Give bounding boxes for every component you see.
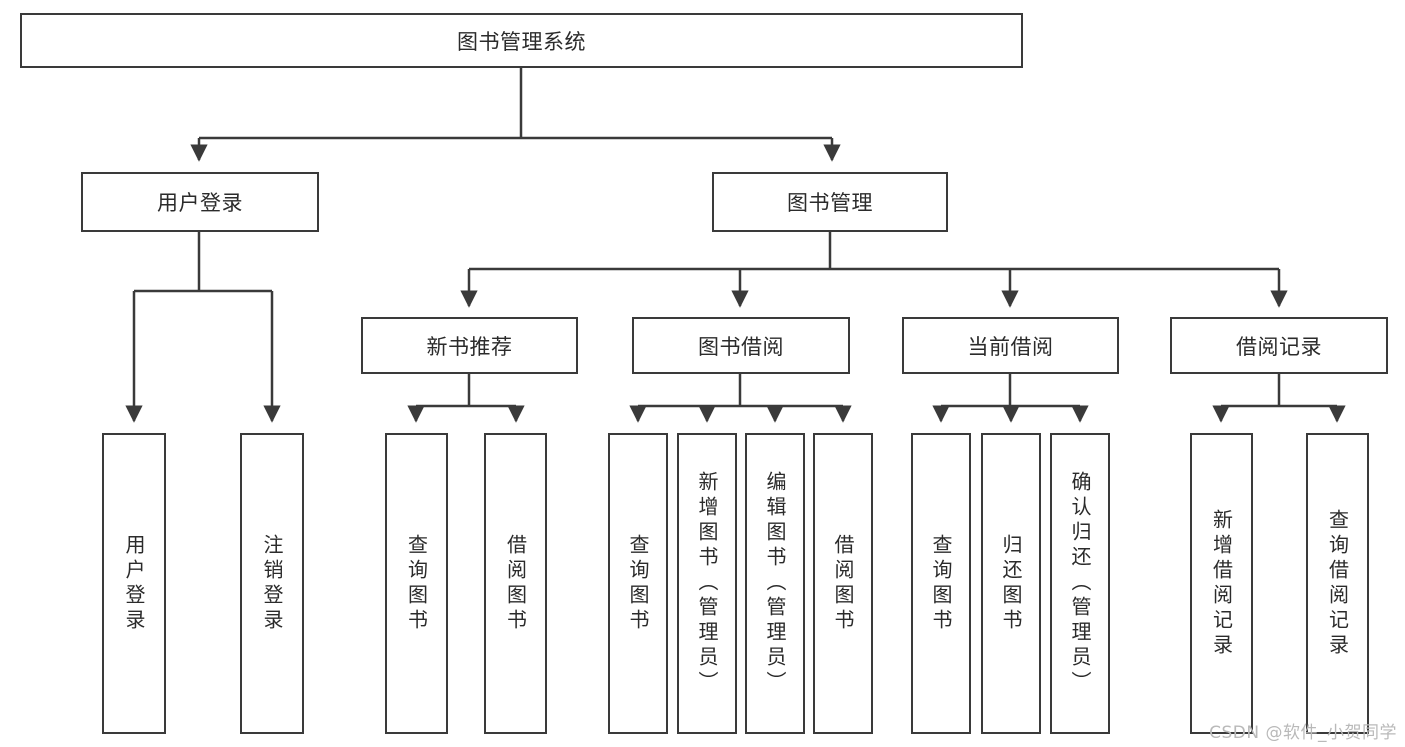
- node-borrow-record-label: 借阅记录: [1236, 334, 1322, 359]
- node-leaf-return-book-label: 归还图书: [999, 533, 1023, 634]
- node-leaf-add-book-label: 新增图书（管理员）: [695, 471, 719, 696]
- node-current-borrow[interactable]: 当前借阅: [902, 317, 1119, 374]
- node-leaf-borrow-book-1[interactable]: 借阅图书: [484, 433, 547, 734]
- node-leaf-user-logout[interactable]: 注销登录: [240, 433, 304, 734]
- watermark: CSDN @软件_小贺同学: [1209, 723, 1397, 743]
- node-leaf-confirm-return-label: 确认归还（管理员）: [1068, 471, 1092, 696]
- node-leaf-borrow-book-2[interactable]: 借阅图书: [813, 433, 873, 734]
- node-leaf-edit-book-label: 编辑图书（管理员）: [763, 471, 787, 696]
- node-root-label: 图书管理系统: [457, 29, 586, 54]
- node-book-borrow[interactable]: 图书借阅: [632, 317, 850, 374]
- node-book-manage-label: 图书管理: [787, 191, 873, 215]
- node-leaf-query-book-2-label: 查询图书: [626, 533, 650, 634]
- node-leaf-query-book-2[interactable]: 查询图书: [608, 433, 668, 734]
- node-leaf-query-book-3[interactable]: 查询图书: [911, 433, 971, 734]
- node-leaf-borrow-book-2-label: 借阅图书: [831, 533, 855, 634]
- node-leaf-return-book[interactable]: 归还图书: [981, 433, 1041, 734]
- node-borrow-record[interactable]: 借阅记录: [1170, 317, 1388, 374]
- node-leaf-query-record-label: 查询借阅记录: [1325, 508, 1350, 659]
- node-current-borrow-label: 当前借阅: [967, 334, 1054, 359]
- node-leaf-add-record[interactable]: 新增借阅记录: [1190, 433, 1253, 734]
- node-user-login[interactable]: 用户登录: [81, 172, 319, 232]
- node-user-login-label: 用户登录: [157, 191, 243, 215]
- node-leaf-user-login-label: 用户登录: [122, 533, 146, 634]
- node-leaf-edit-book[interactable]: 编辑图书（管理员）: [745, 433, 805, 734]
- node-leaf-query-record[interactable]: 查询借阅记录: [1306, 433, 1369, 734]
- node-leaf-user-logout-label: 注销登录: [260, 533, 284, 634]
- node-root[interactable]: 图书管理系统: [20, 13, 1023, 68]
- node-book-borrow-label: 图书借阅: [698, 334, 784, 359]
- node-leaf-add-book[interactable]: 新增图书（管理员）: [677, 433, 737, 734]
- node-leaf-query-book-1-label: 查询图书: [404, 533, 429, 634]
- node-new-book-rec[interactable]: 新书推荐: [361, 317, 578, 374]
- node-leaf-query-book-3-label: 查询图书: [929, 533, 953, 634]
- node-leaf-query-book-1[interactable]: 查询图书: [385, 433, 448, 734]
- node-book-manage[interactable]: 图书管理: [712, 172, 948, 232]
- node-leaf-borrow-book-1-label: 借阅图书: [503, 533, 528, 634]
- node-new-book-rec-label: 新书推荐: [426, 334, 513, 359]
- node-leaf-add-record-label: 新增借阅记录: [1209, 508, 1234, 659]
- node-leaf-confirm-return[interactable]: 确认归还（管理员）: [1050, 433, 1110, 734]
- node-leaf-user-login[interactable]: 用户登录: [102, 433, 166, 734]
